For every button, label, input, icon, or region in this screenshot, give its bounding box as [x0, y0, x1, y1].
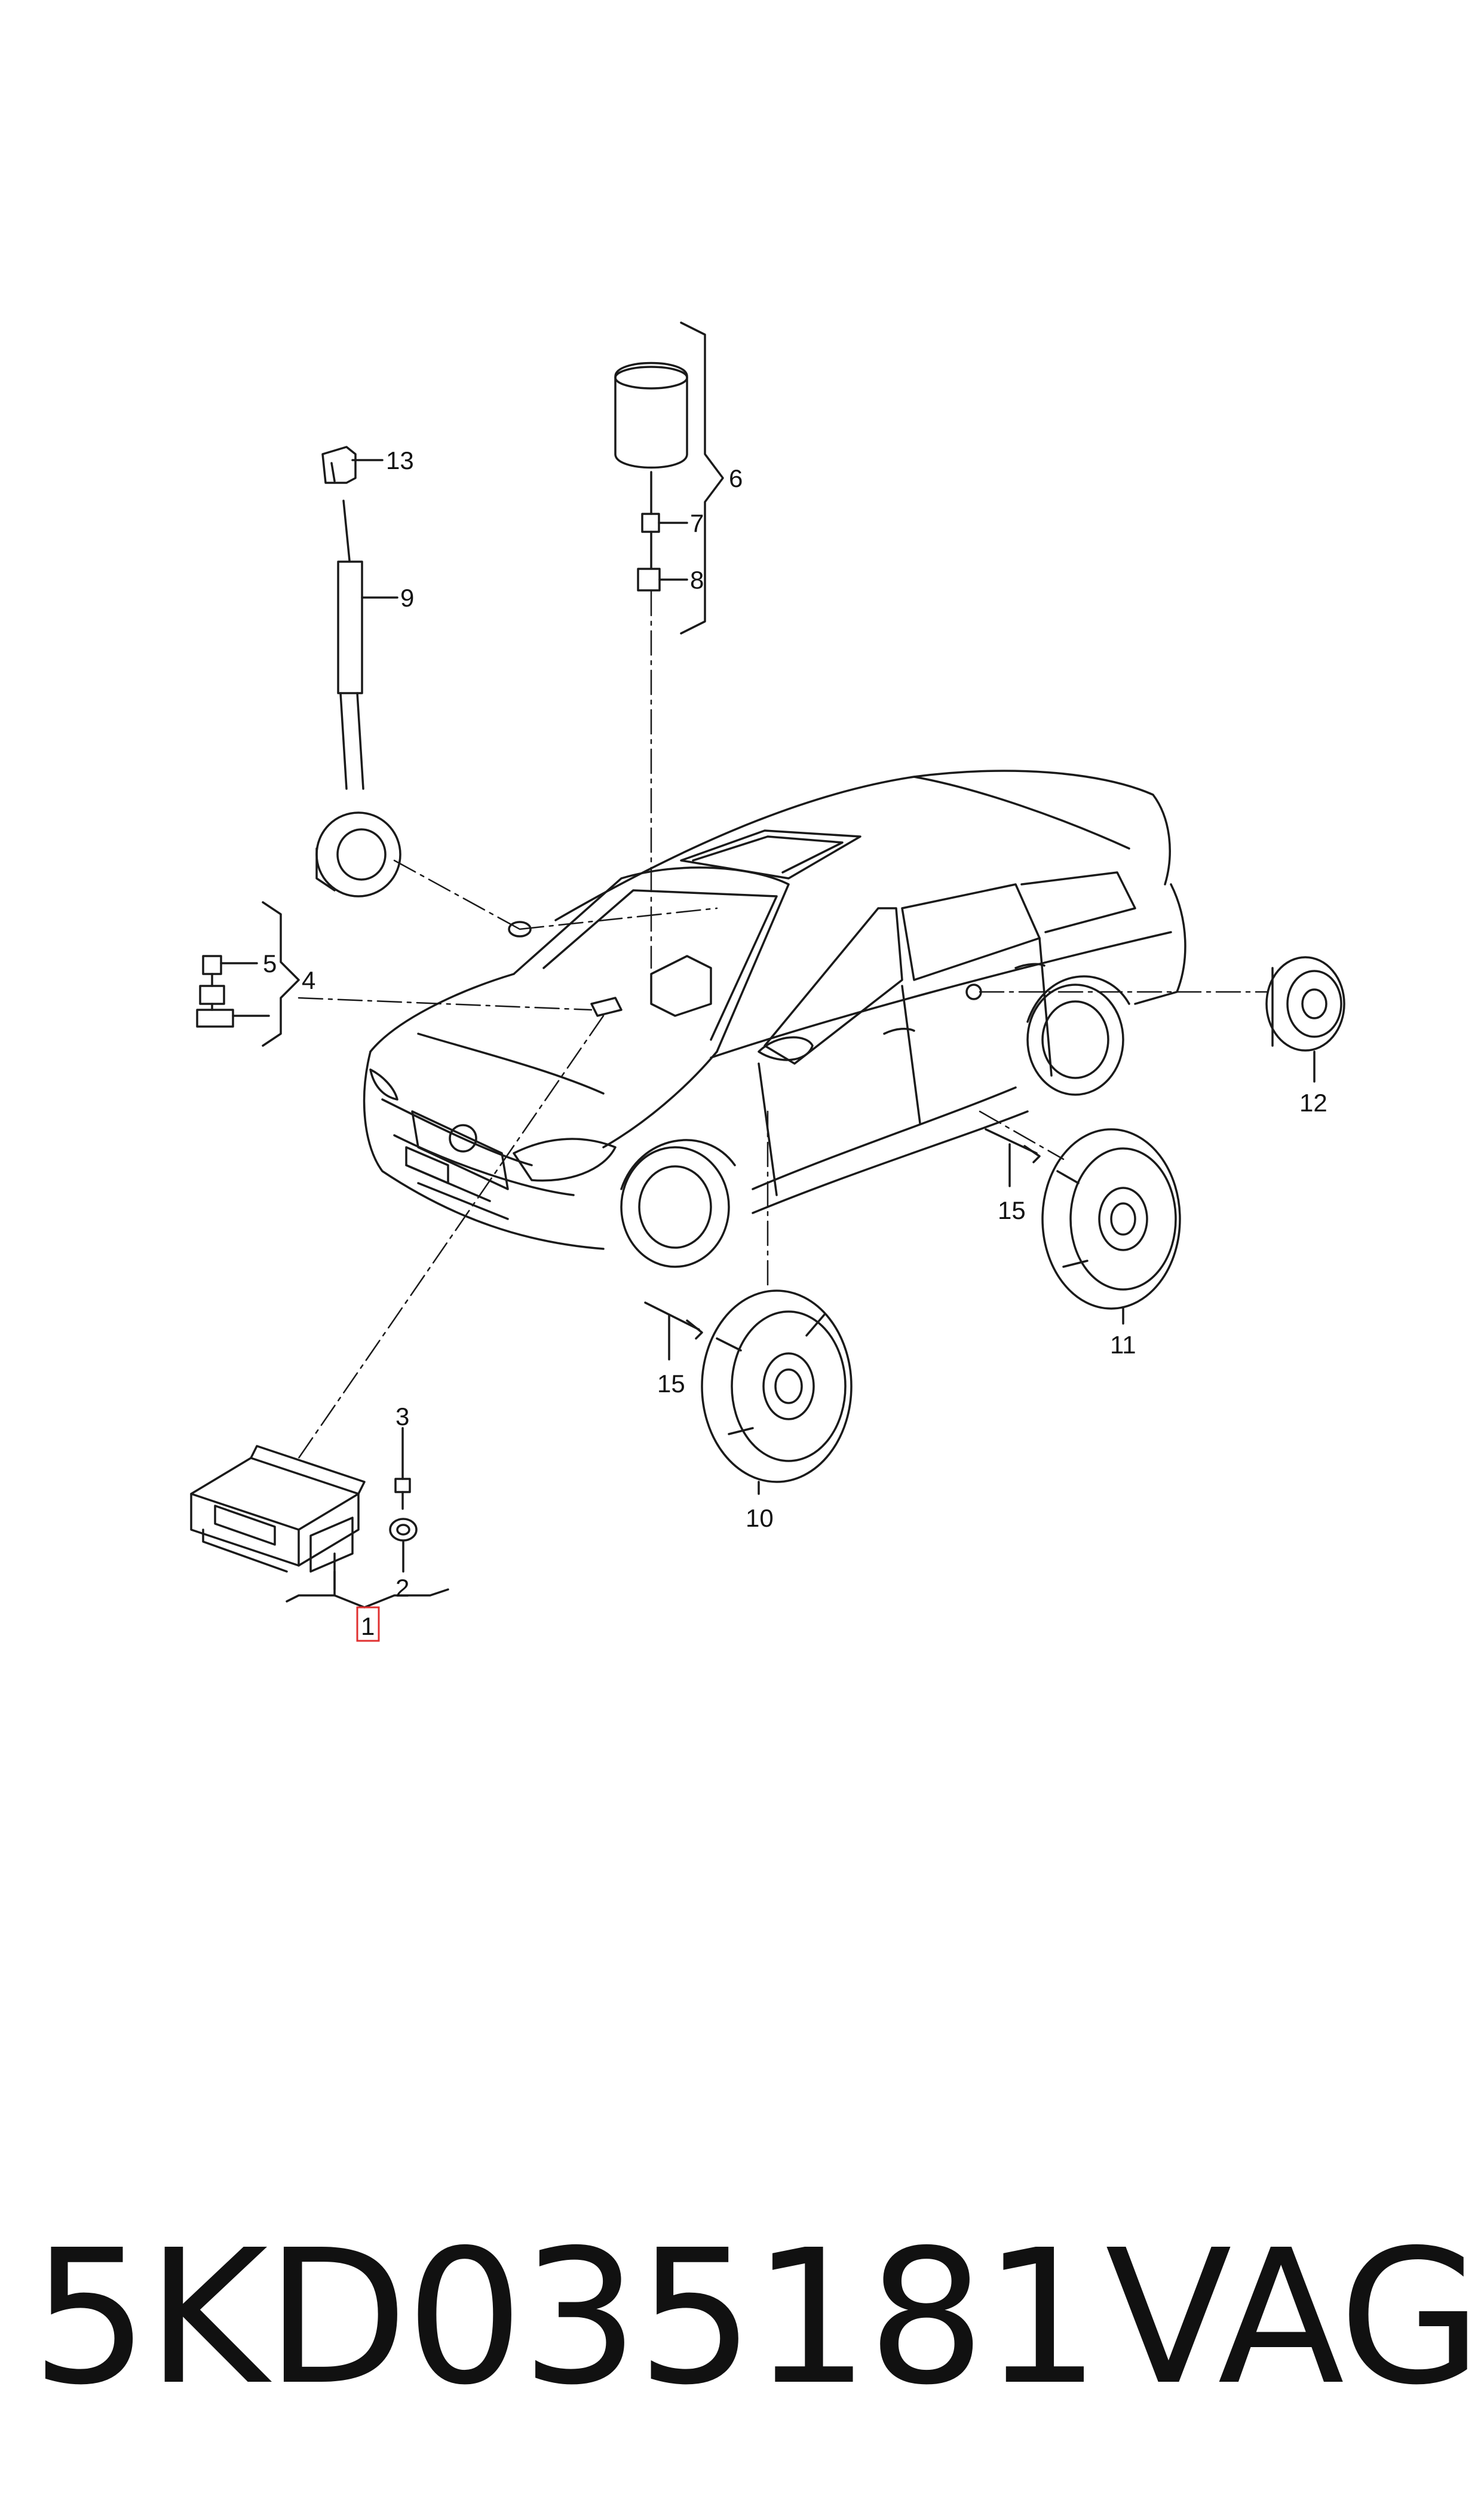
speaker-11	[1041, 1128, 1181, 1310]
callout-5[interactable]: 5	[263, 949, 277, 978]
callout-12[interactable]: 12	[1299, 1089, 1327, 1117]
connector-bracket	[196, 955, 234, 1028]
callout-4[interactable]: 4	[302, 966, 315, 994]
antenna-assembly	[315, 446, 401, 897]
car-body	[363, 770, 1186, 1268]
part-number: 5KD035181	[31, 2210, 1101, 2426]
speaker-10	[701, 1289, 853, 1483]
cable-module	[614, 362, 688, 592]
callout-6[interactable]: 6	[729, 464, 743, 492]
brand-name: VAG	[1105, 2210, 1482, 2426]
callout-3[interactable]: 3	[395, 1402, 409, 1430]
callout-11[interactable]: 11	[1110, 1331, 1136, 1359]
callout-7[interactable]: 7	[690, 509, 704, 537]
control-unit	[190, 1445, 418, 1591]
callout-1[interactable]: 1	[361, 1612, 375, 1640]
callout-2[interactable]: 2	[395, 1574, 409, 1602]
callout-13[interactable]: 13	[386, 446, 414, 474]
screw-15-upper	[985, 1128, 1041, 1163]
speaker-12	[1265, 956, 1345, 1052]
phantom-lines	[298, 590, 1268, 1459]
callout-15-lower[interactable]: 15	[657, 1370, 685, 1398]
callout-15-upper[interactable]: 15	[998, 1196, 1026, 1224]
leader-lines	[220, 321, 1316, 1609]
callout-1-highlight	[356, 1606, 380, 1642]
callout-8[interactable]: 8	[690, 566, 704, 594]
callout-10[interactable]: 10	[746, 1504, 774, 1532]
screw-15-lower	[644, 1301, 703, 1340]
callout-labels: 13 9 6 7 8 5 4 12 15 11 15 10 3 2 1	[263, 446, 1327, 1642]
callout-9[interactable]: 9	[400, 584, 414, 612]
